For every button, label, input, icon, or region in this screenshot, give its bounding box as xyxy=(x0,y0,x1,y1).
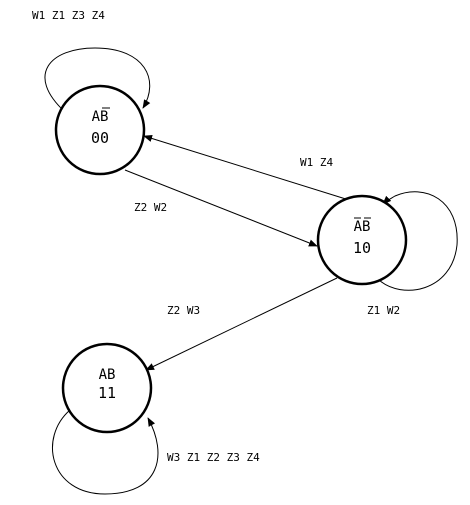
state-00: AB 00 xyxy=(54,84,146,176)
label-s00-to-s10: Z2 W2 xyxy=(134,201,167,214)
state-name-a: A xyxy=(99,367,108,383)
state-name-a: A xyxy=(354,219,363,235)
label-s00-self: W1 Z1 Z3 Z4 xyxy=(32,9,105,22)
state-name-b: B xyxy=(100,109,108,125)
state-circle xyxy=(316,194,408,286)
self-loop-s10 xyxy=(378,191,458,291)
state-name-b: B xyxy=(362,219,370,235)
label-s11-self: W3 Z1 Z2 Z3 Z4 xyxy=(167,451,260,464)
state-00-code: 00 xyxy=(91,129,109,147)
state-10: AB 10 xyxy=(316,194,408,286)
state-11: AB 11 xyxy=(61,342,153,434)
state-circle xyxy=(54,84,146,176)
state-name-a: A xyxy=(92,109,101,125)
state-11-name: AB xyxy=(99,367,116,383)
state-circle xyxy=(61,342,153,434)
label-s10-to-s11: Z2 W3 xyxy=(167,304,200,317)
label-s10-to-s00: W1 Z4 xyxy=(300,156,333,169)
edge-s10-to-s11 xyxy=(145,277,338,371)
state-11-code: 11 xyxy=(98,384,116,402)
state-10-name: AB xyxy=(354,219,371,235)
self-loop-s11 xyxy=(52,409,159,495)
edge-s00-to-s10 xyxy=(124,169,318,247)
state-name-b: B xyxy=(107,367,115,383)
edge-s10-to-s00 xyxy=(143,134,350,201)
label-s10-self: Z1 W2 xyxy=(367,304,400,317)
self-loop-s00 xyxy=(44,47,151,113)
state-10-code: 10 xyxy=(353,239,371,257)
state-00-name: AB xyxy=(92,109,109,125)
